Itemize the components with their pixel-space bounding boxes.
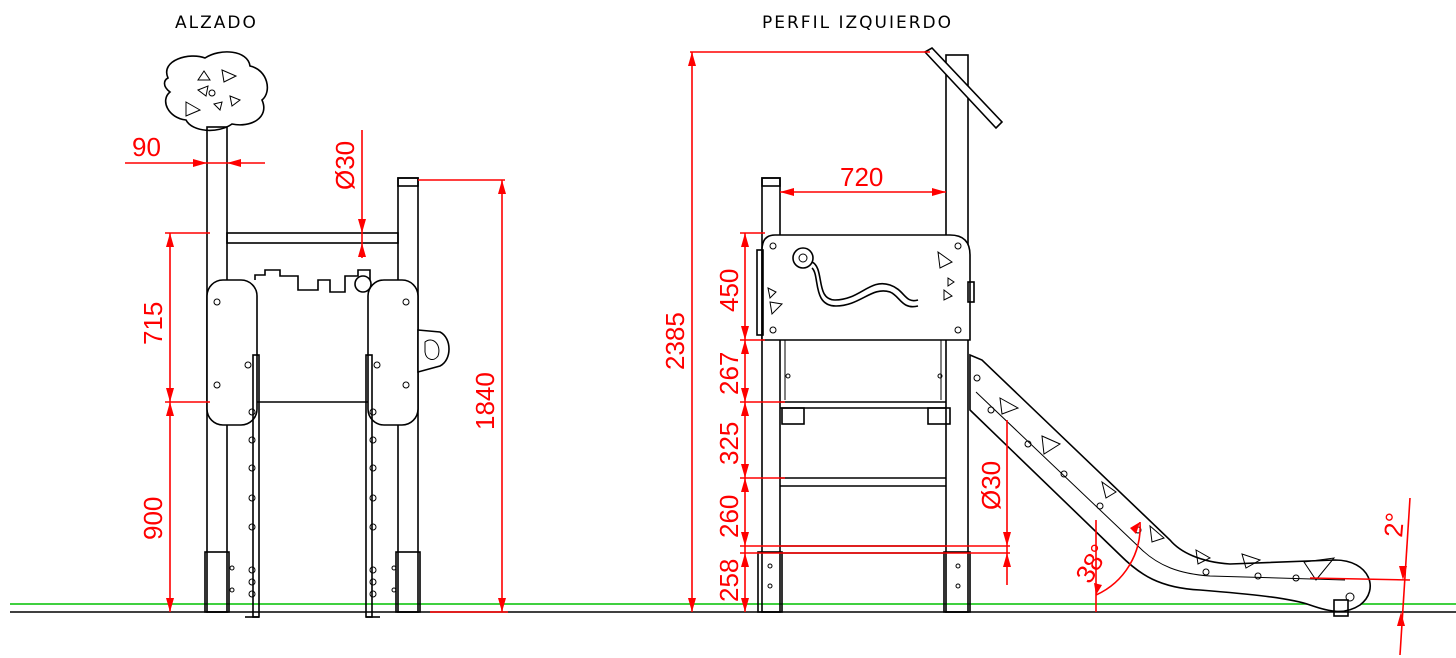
dim-front-d30: Ø30 (330, 141, 360, 190)
dim-side-450: 450 (714, 269, 744, 312)
front-dimensions: 90 Ø30 715 900 1840 (125, 130, 508, 613)
side-panel (761, 234, 971, 341)
front-view-title: ALZADO (175, 13, 258, 33)
side-view-title: PERFIL IZQUIERDO (762, 13, 953, 33)
dim-side-258: 258 (714, 559, 744, 602)
ladder-bolts (244, 361, 381, 598)
dim-front-1840: 1840 (470, 372, 500, 430)
dim-side-720: 720 (840, 162, 883, 192)
dim-side-d30: Ø30 (976, 461, 1006, 510)
dim-front-90: 90 (132, 132, 161, 162)
side-view (756, 46, 1371, 617)
dim-side-2385: 2385 (660, 312, 690, 370)
angle-side-2: 2° (1378, 511, 1410, 538)
side-dimensions: 2385 720 450 267 325 260 258 Ø30 38° 2° (660, 51, 1411, 656)
angle-side-38: 38° (1069, 539, 1115, 588)
dim-side-325: 325 (714, 422, 744, 465)
dim-side-260: 260 (714, 495, 744, 538)
slide (969, 353, 1371, 613)
front-view (163, 51, 450, 618)
ground-line (10, 603, 1456, 613)
front-sign-panel (163, 51, 269, 132)
dim-front-900: 900 (138, 497, 168, 540)
dim-front-715: 715 (138, 302, 168, 345)
dim-side-267: 267 (714, 352, 744, 395)
